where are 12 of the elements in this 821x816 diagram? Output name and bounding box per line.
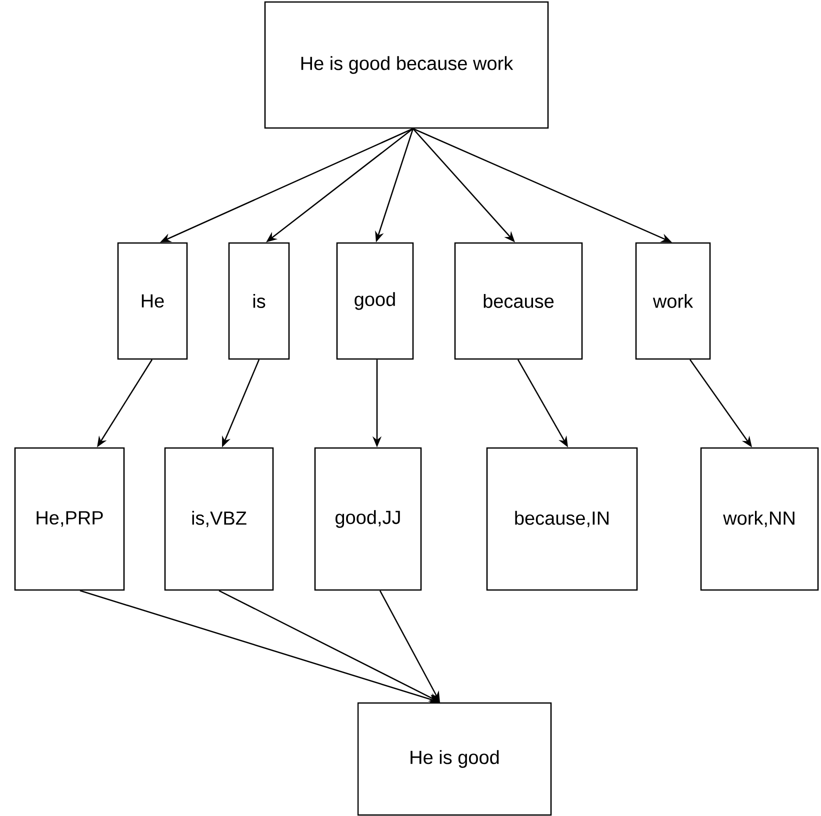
text-box: work,NN: [700, 447, 819, 591]
text-box: work: [635, 242, 711, 360]
text-box: He,PRP: [14, 447, 125, 591]
text-box: He: [117, 242, 188, 360]
text-box: because: [454, 242, 583, 360]
text-box: is: [228, 242, 290, 360]
text-box: good: [336, 242, 414, 360]
text-box: because,IN: [486, 447, 638, 591]
text-box: good,JJ: [314, 447, 422, 591]
text-box: He is good because work: [264, 1, 549, 129]
text-box: He is good: [357, 702, 552, 816]
text-box: is,VBZ: [164, 447, 274, 591]
